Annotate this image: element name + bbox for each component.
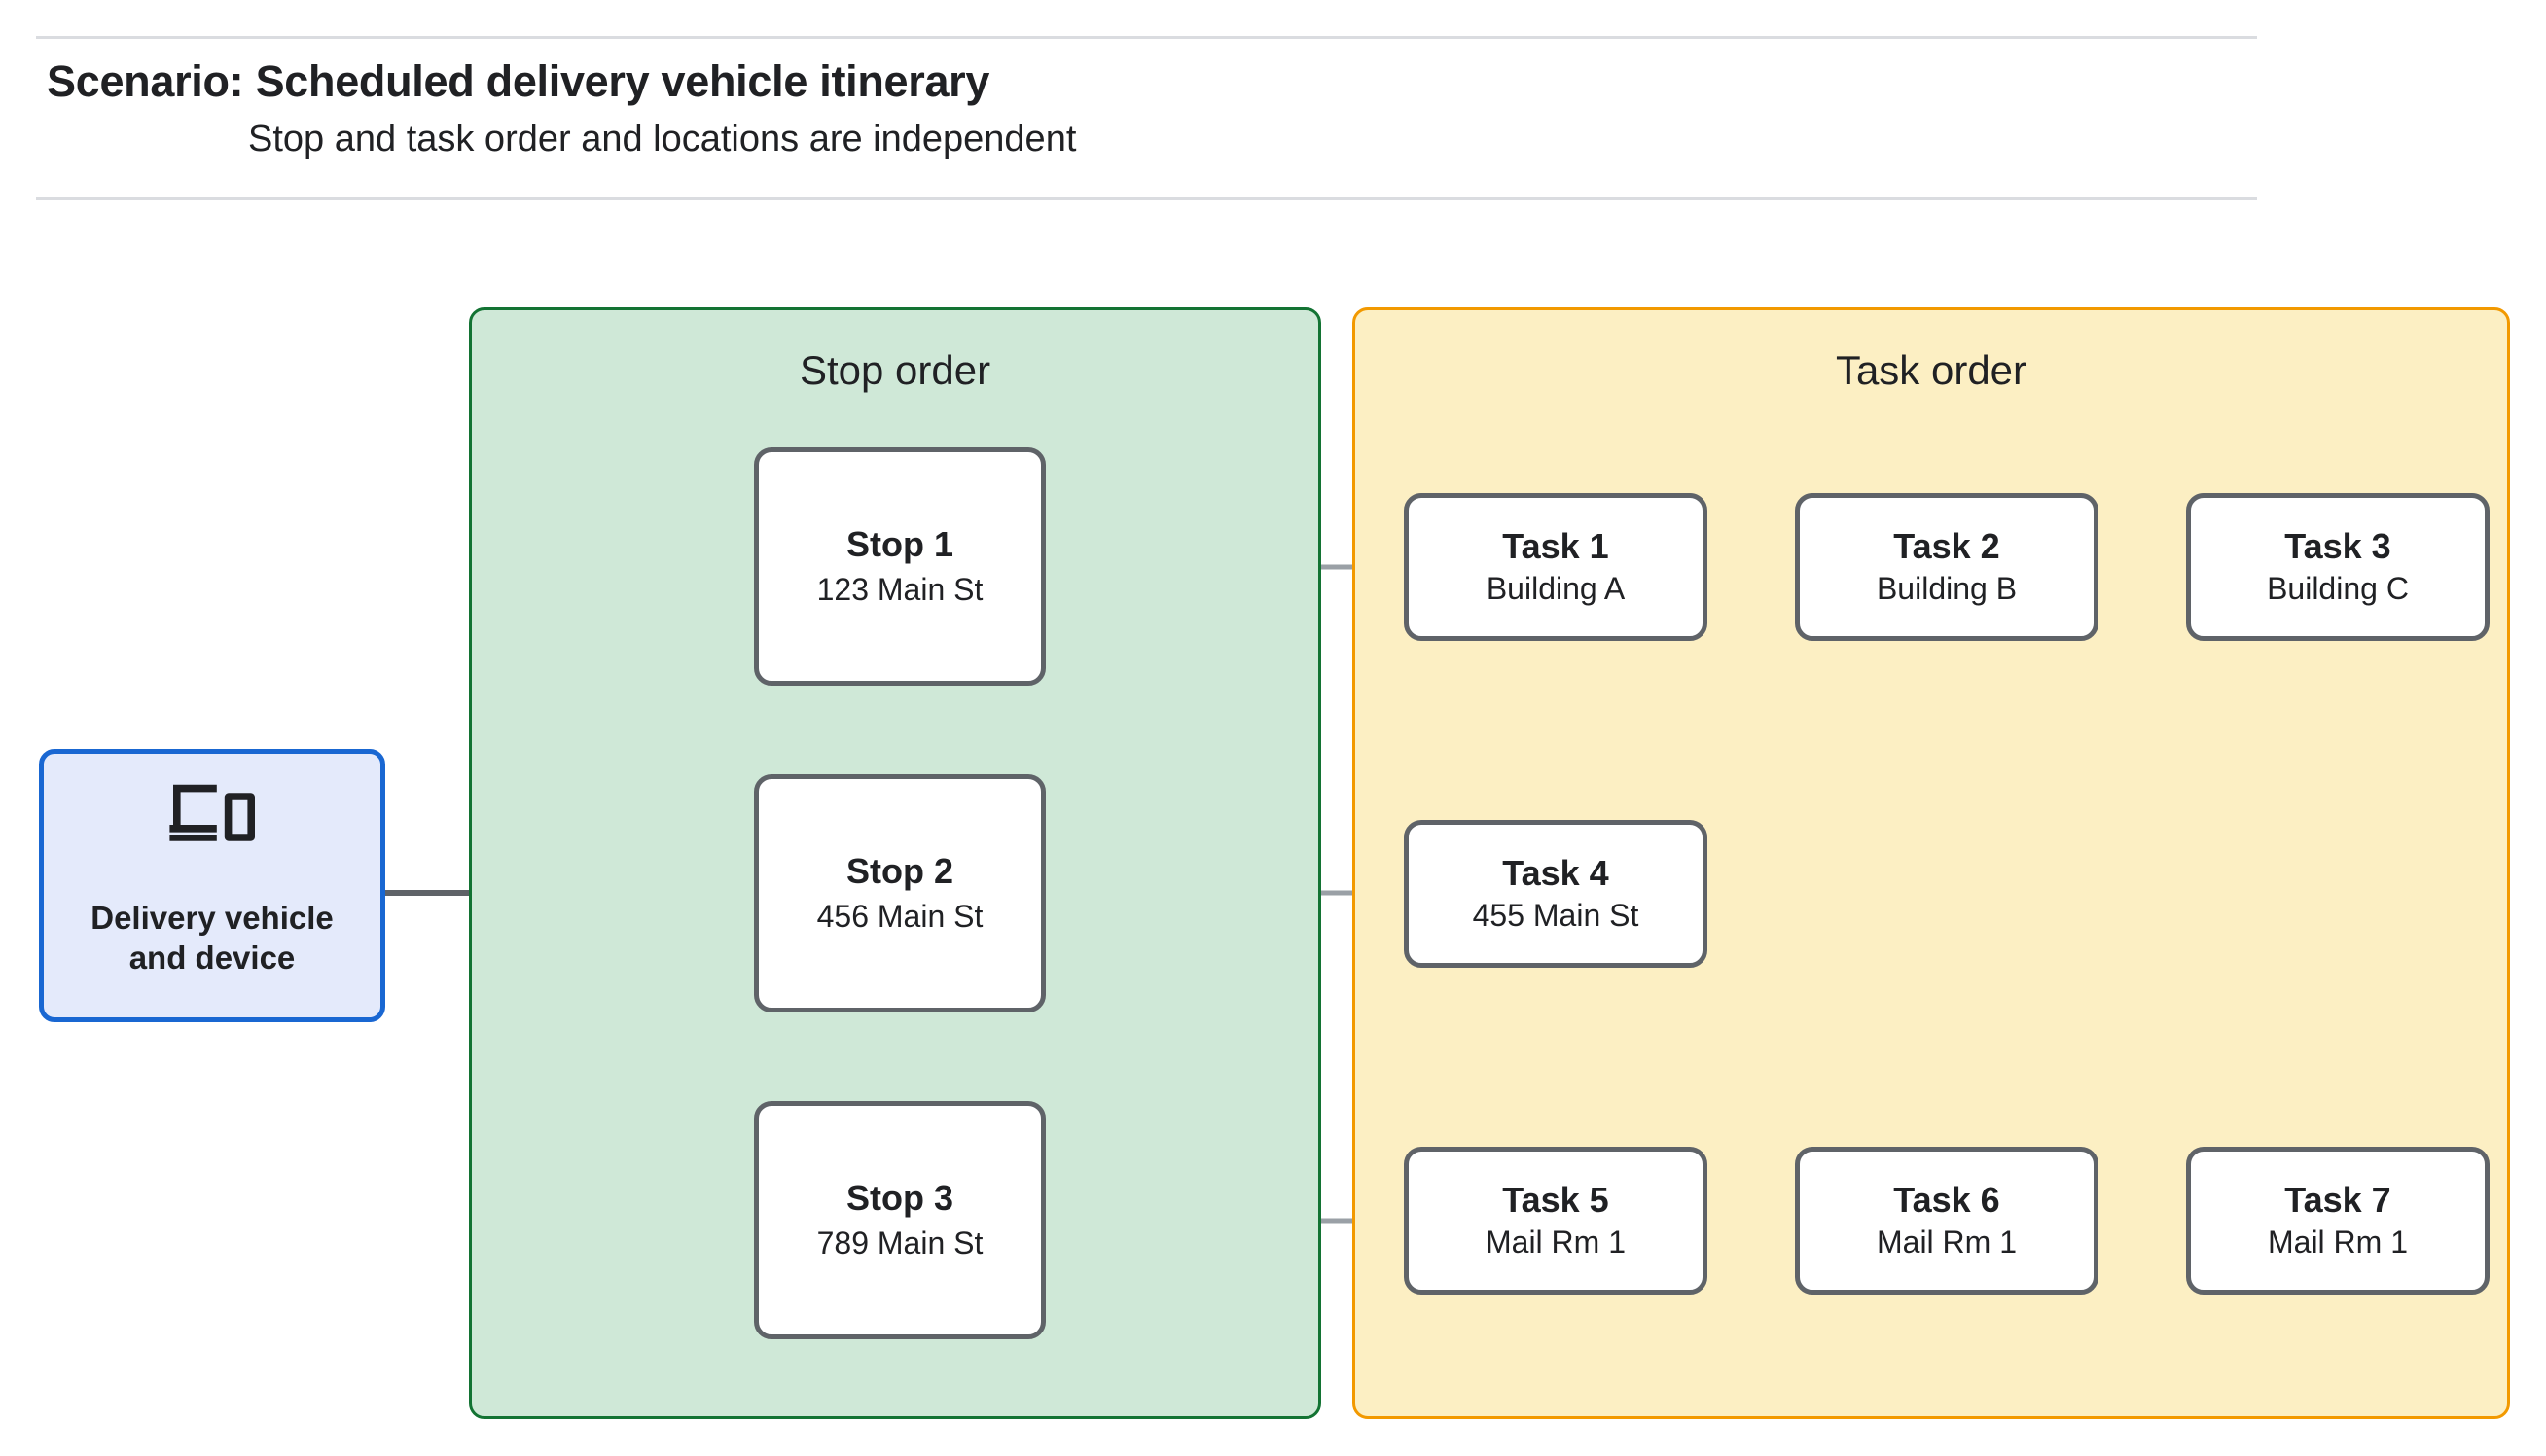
header-divider-top <box>36 36 2257 39</box>
stop-card-2-location: 456 Main St <box>816 899 984 935</box>
task-card-5[interactable]: Task 5 Mail Rm 1 <box>1404 1147 1707 1295</box>
delivery-vehicle-label-line-2: and device <box>128 939 296 976</box>
header-divider-bottom <box>36 197 2257 200</box>
stop-card-2[interactable]: Stop 2 456 Main St <box>754 774 1046 1012</box>
stop-card-1-location: 123 Main St <box>816 572 984 608</box>
task-card-1[interactable]: Task 1 Building A <box>1404 493 1707 641</box>
task-card-6[interactable]: Task 6 Mail Rm 1 <box>1795 1147 2098 1295</box>
task-card-3[interactable]: Task 3 Building C <box>2186 493 2490 641</box>
task-card-7-name: Task 7 <box>2284 1180 2391 1220</box>
stop-card-3-name: Stop 3 <box>845 1177 953 1218</box>
stop-card-1[interactable]: Stop 1 123 Main St <box>754 447 1046 686</box>
stop-card-3[interactable]: Stop 3 789 Main St <box>754 1101 1046 1339</box>
page-title: Scenario: Scheduled delivery vehicle iti… <box>47 56 990 106</box>
task-card-3-name: Task 3 <box>2284 526 2391 566</box>
stop-card-1-name: Stop 1 <box>845 523 953 564</box>
stop-card-3-location: 789 Main St <box>816 1225 984 1261</box>
task-card-3-location: Building C <box>2267 570 2409 606</box>
task-card-2[interactable]: Task 2 Building B <box>1795 493 2098 641</box>
stop-card-2-name: Stop 2 <box>845 850 953 891</box>
task-card-4-location: 455 Main St <box>1472 897 1639 933</box>
task-card-4-name: Task 4 <box>1502 853 1609 893</box>
task-card-1-name: Task 1 <box>1502 526 1609 566</box>
delivery-vehicle-label-line-1: Delivery vehicle <box>90 900 334 937</box>
task-card-1-location: Building A <box>1486 570 1626 606</box>
task-card-2-location: Building B <box>1876 570 2018 606</box>
task-card-5-location: Mail Rm 1 <box>1485 1224 1626 1260</box>
task-card-6-name: Task 6 <box>1893 1180 2000 1220</box>
page-subtitle: Stop and task order and locations are in… <box>248 119 1077 160</box>
task-card-5-name: Task 5 <box>1502 1180 1609 1220</box>
task-card-4[interactable]: Task 4 455 Main St <box>1404 820 1707 968</box>
task-card-7-location: Mail Rm 1 <box>2267 1224 2408 1260</box>
devices-icon <box>169 785 255 842</box>
task-card-6-location: Mail Rm 1 <box>1876 1224 2017 1260</box>
delivery-vehicle-label: Delivery vehicle and device <box>90 899 334 977</box>
delivery-vehicle-node[interactable]: Delivery vehicle and device <box>39 749 385 1022</box>
task-order-title: Task order <box>1835 347 2027 393</box>
task-card-2-name: Task 2 <box>1893 526 2000 566</box>
task-card-7[interactable]: Task 7 Mail Rm 1 <box>2186 1147 2490 1295</box>
stop-order-title: Stop order <box>799 347 991 393</box>
